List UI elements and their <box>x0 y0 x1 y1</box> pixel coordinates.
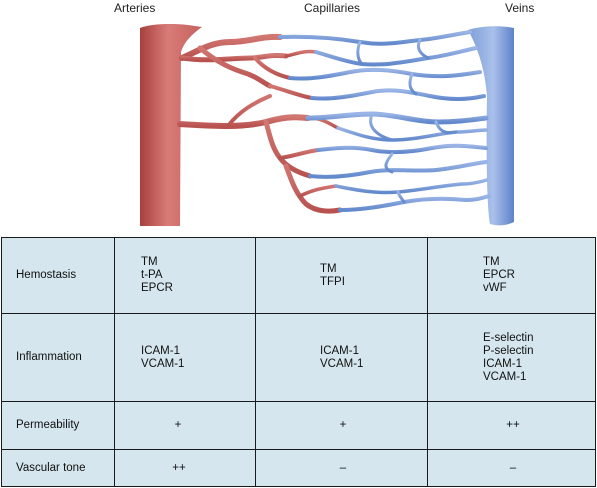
sign-value: – <box>339 461 347 474</box>
artery-branches <box>177 33 343 214</box>
row-label-hemostasis: Hemostasis <box>1 237 115 314</box>
marker: EPCR <box>483 269 515 281</box>
marker: EPCR <box>141 282 173 294</box>
marker: VCAM-1 <box>320 357 364 370</box>
marker: vWF <box>483 282 507 294</box>
vein-trunk <box>468 26 514 226</box>
artery-trunk <box>140 24 202 226</box>
table-row-permeability: Permeability + + ++ <box>1 401 596 450</box>
sign-value: ++ <box>172 461 186 474</box>
marker: TM <box>320 262 337 275</box>
marker: ICAM-1 <box>141 344 180 357</box>
cell-inflammation-veins: E-selectin P-selectin ICAM-1 VCAM-1 <box>427 313 596 402</box>
sign-value: + <box>174 419 182 431</box>
cell-permeability-arteries: + <box>114 401 256 450</box>
row-label-permeability: Permeability <box>1 401 115 450</box>
vascular-tree-diagram <box>140 24 514 226</box>
sign-value: + <box>339 419 347 431</box>
marker: TFPI <box>320 275 345 288</box>
cell-vascular-tone-veins: – <box>427 449 596 487</box>
marker: ICAM-1 <box>483 357 522 370</box>
veins-label: Veins <box>505 1 535 15</box>
cell-inflammation-arteries: ICAM-1 VCAM-1 <box>114 313 256 402</box>
sign-value: – <box>509 461 517 474</box>
cell-inflammation-capillaries: ICAM-1 VCAM-1 <box>255 313 428 402</box>
marker: TM <box>141 256 158 268</box>
arteries-label: Arteries <box>114 1 156 15</box>
cell-permeability-veins: ++ <box>427 401 596 450</box>
table-row-hemostasis: Hemostasis TM t-PA EPCR TM TFPI TM EPCR … <box>1 237 596 314</box>
cell-hemostasis-capillaries: TM TFPI <box>255 237 428 314</box>
cell-vascular-tone-capillaries: – <box>255 449 428 487</box>
capillaries-label: Capillaries <box>304 1 361 15</box>
marker: P-selectin <box>483 344 534 357</box>
cell-permeability-capillaries: + <box>255 401 428 450</box>
marker: ICAM-1 <box>320 344 359 357</box>
table-row-inflammation: Inflammation ICAM-1 VCAM-1 ICAM-1 VCAM-1… <box>1 313 596 402</box>
marker: E-selectin <box>483 331 534 344</box>
cell-vascular-tone-arteries: ++ <box>114 449 256 487</box>
marker: TM <box>483 256 500 268</box>
marker: VCAM-1 <box>141 357 185 370</box>
sign-value: ++ <box>506 419 520 431</box>
table-row-vascular-tone: Vascular tone ++ – – <box>1 449 596 487</box>
marker: VCAM-1 <box>483 370 527 383</box>
row-label-vascular-tone: Vascular tone <box>1 449 115 487</box>
cell-hemostasis-veins: TM EPCR vWF <box>427 237 596 314</box>
endothelial-marker-table: Hemostasis TM t-PA EPCR TM TFPI TM EPCR … <box>1 237 596 487</box>
vein-branches <box>278 30 491 212</box>
row-label-inflammation: Inflammation <box>1 313 115 402</box>
cell-hemostasis-arteries: TM t-PA EPCR <box>114 237 256 314</box>
marker: t-PA <box>141 269 163 281</box>
